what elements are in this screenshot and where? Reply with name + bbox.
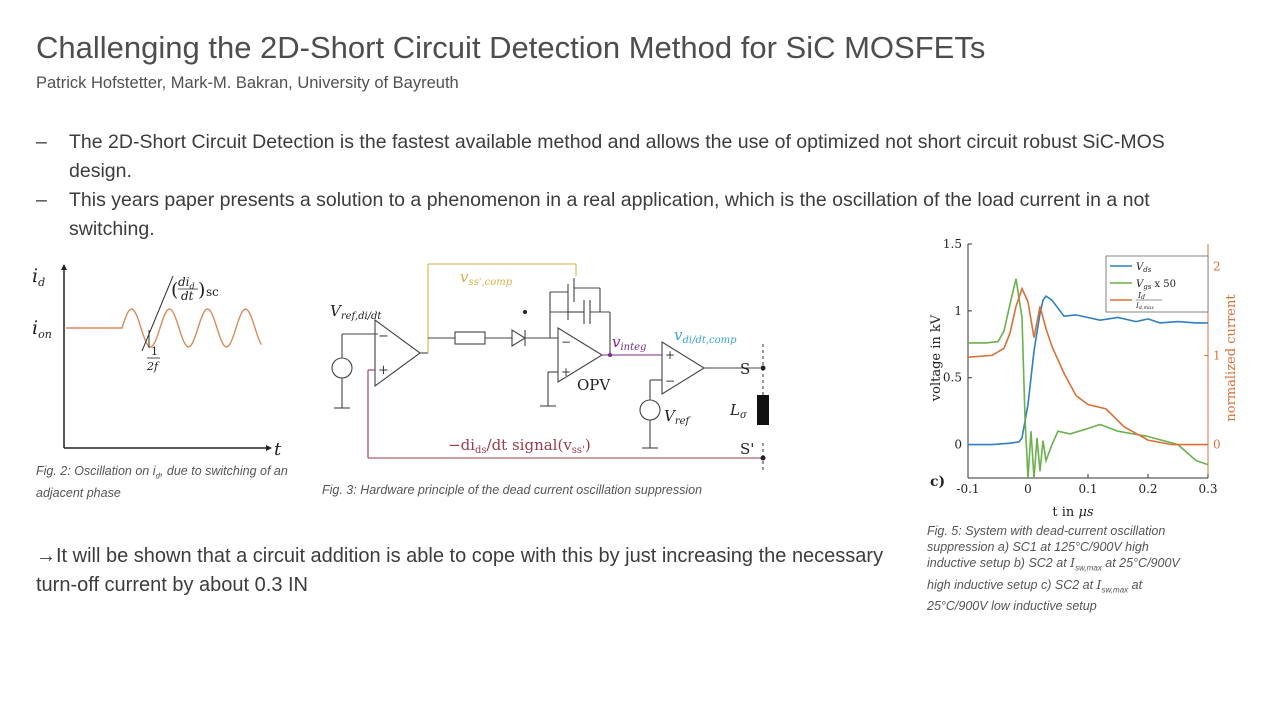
fig5-ylabel-left: voltage in kV — [929, 314, 944, 402]
fig3-opv — [557, 327, 604, 383]
fig3-minus-right: − — [665, 374, 675, 388]
fig5-y-tick-label: 1.5 — [943, 237, 962, 251]
fig5-y-tick-label: 0.5 — [943, 371, 962, 385]
fig5-legend-id-den: Id,max — [1135, 302, 1154, 311]
fig5-x-tick-label: 0.1 — [1078, 482, 1097, 496]
fig3-source-left — [331, 357, 353, 379]
fig5-series-line-1 — [968, 278, 1209, 479]
fig3-node-sprime — [760, 455, 766, 461]
fig3-label-vdidt-comp: vdi/dt,comp — [674, 326, 737, 346]
bullet-item: – This years paper presents a solution t… — [36, 186, 1216, 244]
fig3-node-integ — [608, 353, 612, 357]
fig2-slope-paren-close: ) — [198, 279, 205, 301]
fig3-label-vref-didt: Vref,di/dt — [330, 302, 382, 322]
fig2-slope-sub: sc — [206, 285, 219, 299]
fig3-circuit: − + − + + − Vref,di/dt vss',comp vinteg … — [330, 263, 769, 470]
fig5-y2-tick-label: 1 — [1213, 348, 1221, 362]
fig3-label-sprime: S' — [740, 440, 754, 458]
slide-authors: Patrick Hofstetter, Mark-M. Bakran, Univ… — [36, 74, 459, 92]
fig5-x-tick-label: 0.2 — [1138, 482, 1157, 496]
fig5-x-tick-label: -0.1 — [956, 482, 979, 496]
fig2-period-num: 1 — [151, 345, 158, 358]
fig2-slope-line — [141, 275, 174, 352]
fig5-y2-tick-label: 2 — [1213, 259, 1221, 273]
fig2-slope-num: did — [178, 275, 195, 291]
fig3-plus-opv: + — [561, 365, 571, 379]
fig3-label-vss-comp: vss',comp — [460, 268, 513, 288]
bullet-text: This years paper presents a solution to … — [69, 189, 1150, 240]
fig5-y2-tick-label: 0 — [1213, 438, 1221, 452]
fig2-period-den: 2f — [146, 360, 160, 373]
fig5-caption: Fig. 5: System with dead-current oscilla… — [927, 524, 1180, 613]
bullet-list: – The 2D-Short Circuit Detection is the … — [36, 128, 1216, 244]
bullet-dash: – — [36, 189, 47, 211]
fig5-legend-vgs: Vgs x 50 — [1136, 279, 1176, 291]
fig3-comparator — [374, 318, 421, 388]
fig3-label-s: S — [740, 360, 750, 378]
fig3-inductor — [757, 395, 769, 425]
fig3-node-s — [760, 365, 766, 371]
fig3-label-lsigma: Lσ — [729, 401, 748, 421]
fig3-diode — [511, 329, 527, 347]
fig5-plot-area: -0.1 0 0.1 0.2 0.3 0 0.5 1 1.5 0 1 2 — [943, 237, 1221, 496]
fig5-series-line-2 — [967, 286, 1208, 446]
fig5-ylabel-right: normalized current — [1224, 294, 1239, 422]
fig3-wiring — [331, 263, 764, 470]
fig2-caption: Fig. 2: Oscillation on id, due to switch… — [36, 464, 288, 500]
fig3-node-junction — [523, 310, 527, 314]
bullet-item: – The 2D-Short Circuit Detection is the … — [36, 128, 1216, 186]
fig5-panel-label: c) — [930, 474, 945, 490]
fig3-label-vref: Vref — [664, 407, 692, 427]
fig3-comparator-right — [661, 341, 706, 395]
fig2-slope-paren: ( — [171, 279, 178, 301]
fig3-source-vref — [639, 399, 661, 421]
fig3-label-vinteg: vinteg — [612, 333, 646, 353]
fig3-plus-left: + — [378, 363, 389, 378]
fig5-x-tick-label: 0.3 — [1198, 482, 1217, 496]
fig2-x-arrow — [266, 445, 272, 451]
bullet-text: The 2D-Short Circuit Detection is the fa… — [69, 131, 1165, 182]
fig2-label-id: id — [32, 265, 45, 289]
fig3-plus-right: + — [665, 348, 675, 362]
fig5-x-tick-label: 0 — [1024, 482, 1032, 496]
fig2-y-arrow — [61, 264, 67, 270]
fig5-legend-vds: Vds — [1136, 262, 1152, 274]
fig3-resistor — [454, 331, 486, 345]
conclusion-text: →It will be shown that a circuit additio… — [36, 545, 884, 596]
fig3-label-opv: OPV — [577, 376, 611, 394]
fig3-caption: Fig. 3: Hardware principle of the dead c… — [322, 483, 703, 497]
fig2-slope-den: dt — [181, 289, 194, 303]
fig5-xlabel: t in μs — [1052, 505, 1093, 520]
fig2-label-ion: ion — [32, 317, 52, 341]
fig3-minus-opv: − — [561, 335, 571, 349]
fig2-oscillation-plot: id ion t ( did dt ) sc 1 2f — [32, 264, 282, 460]
fig5-legend-id-num: Id — [1137, 291, 1145, 301]
fig2-current-wave — [66, 308, 263, 348]
fig5-legend: Vds Vgs x 50 Id Id,max — [1105, 255, 1209, 313]
fig2-label-t: t — [274, 439, 282, 460]
fig5-series-line-0 — [968, 295, 1208, 446]
fig5-y-tick-label: 0 — [954, 438, 962, 452]
fig3-label-signal: −dids/dt signal(vss') — [448, 436, 591, 456]
fig3-minus-left: − — [378, 329, 389, 344]
bullet-dash: – — [36, 131, 47, 153]
fig5-chart: -0.1 0 0.1 0.2 0.3 0 0.5 1 1.5 0 1 2 c) t in μs vol… — [929, 237, 1239, 520]
fig5-y-tick-label: 1 — [954, 304, 962, 318]
slide-title: Challenging the 2D-Short Circuit Detecti… — [36, 30, 986, 65]
